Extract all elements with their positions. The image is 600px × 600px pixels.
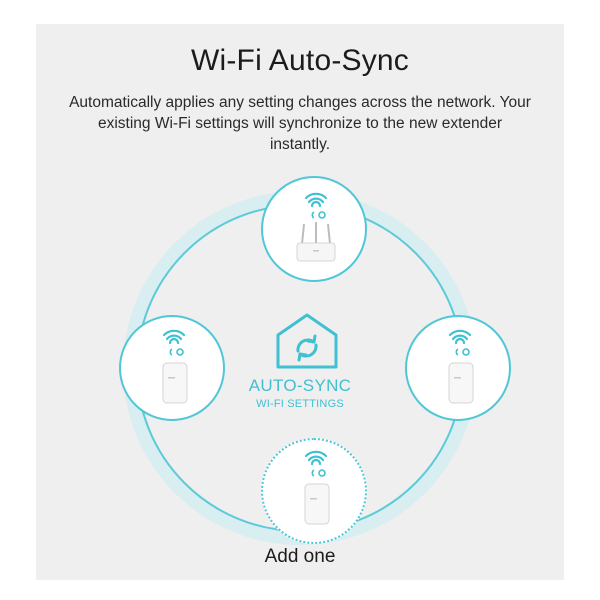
center-title: AUTO-SYNC [248, 376, 352, 395]
wifi-icon [304, 192, 328, 208]
sync-badge-icon [455, 348, 470, 356]
wifi-icon [162, 329, 186, 345]
house-sync-icon [276, 313, 338, 369]
add-one-label: Add one [264, 546, 336, 567]
extender-new-node [261, 438, 367, 544]
extender-icon [162, 362, 188, 404]
extender-left-node [119, 315, 225, 421]
feature-description: Automatically applies any setting change… [69, 94, 531, 153]
center-subtitle: WI-FI SETTINGS [256, 398, 344, 410]
router-icon [296, 222, 336, 262]
wifi-icon [304, 450, 328, 466]
extender-icon [304, 483, 330, 525]
page-title: Wi-Fi Auto-Sync [190, 44, 410, 77]
extender-icon [448, 362, 474, 404]
sync-badge-icon [311, 469, 326, 477]
sync-badge-icon [169, 348, 184, 356]
sync-badge-icon [311, 211, 326, 219]
extender-right-node [405, 315, 511, 421]
wifi-icon [448, 329, 472, 345]
router-node [261, 176, 367, 282]
